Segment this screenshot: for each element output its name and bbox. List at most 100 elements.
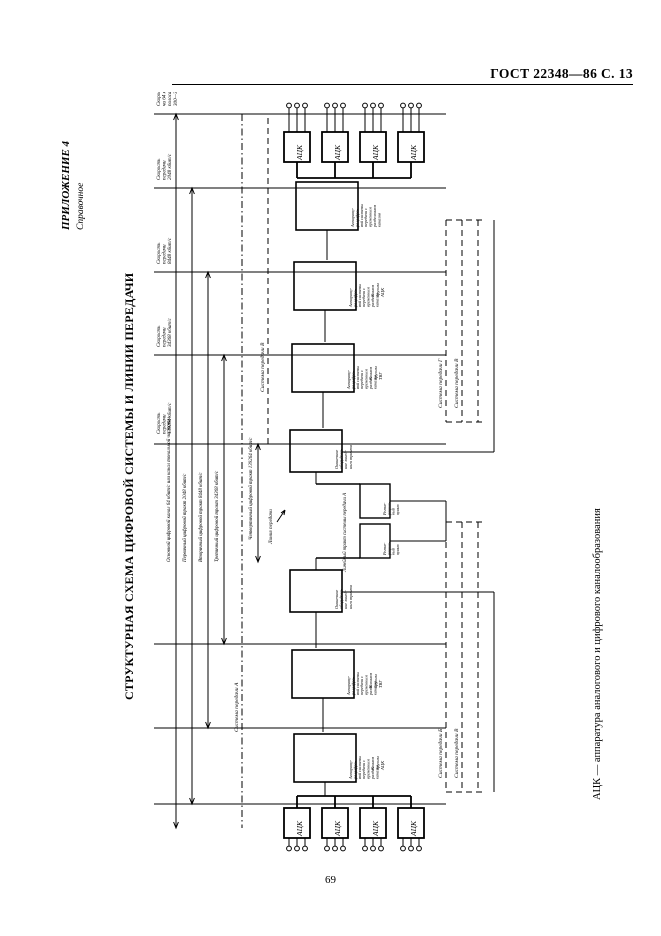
arrowhead bbox=[221, 637, 227, 646]
to-other-acc-label-line: К bbox=[370, 293, 375, 298]
rate-label-1-line: Скорость bbox=[156, 158, 162, 180]
mux-label-3-line: временным bbox=[364, 369, 369, 389]
arrowhead bbox=[205, 270, 211, 279]
regenerator-2-label-line: ный bbox=[391, 548, 396, 555]
subscriber-terminal-lower bbox=[302, 845, 308, 852]
mux-label-2-line: Аппарату- bbox=[348, 287, 353, 308]
acc-label-0: АЦК bbox=[295, 144, 304, 161]
acc-label-2-line: АЦК bbox=[371, 144, 380, 161]
path-label-4-line: Четвертичный цифровой тракт 139264 кбит/… bbox=[248, 437, 254, 540]
regenerator-1-label-line: пункт bbox=[395, 504, 400, 515]
mux-label-5-line: Аппарату- bbox=[348, 759, 353, 780]
acc-label-lower-2: АЦК bbox=[371, 820, 380, 837]
mux-block-2 bbox=[293, 261, 357, 311]
system-b-top-label: Система передачи В bbox=[259, 342, 266, 392]
to-other-tvg-label-2-line: К bbox=[368, 684, 373, 689]
mux-label-1-line: каналов bbox=[376, 213, 381, 227]
regenerator-1-label-line: рацион- bbox=[386, 501, 391, 516]
mux-label-1-line: передачи с bbox=[363, 208, 368, 227]
rate-label-4-line: 139264 кбит/с bbox=[166, 402, 173, 434]
rate-label-2-line: передачи bbox=[161, 244, 168, 264]
acc-label-3: АЦК bbox=[409, 144, 418, 161]
mux-block-3 bbox=[291, 343, 355, 393]
rate-label-0-line: 300—3400 Гц bbox=[173, 92, 179, 106]
rate-label-0: Скорость переда-чи 64 кбит/с илиполоса ч… bbox=[155, 92, 179, 106]
acc-label-lower-3-line: АЦК bbox=[409, 820, 418, 837]
to-other-acc-label-2-line: АЦК bbox=[380, 760, 385, 771]
arrowhead bbox=[189, 797, 195, 806]
to-other-tvg-label-line: ТВГ bbox=[378, 372, 383, 380]
mux-label-5-line: каналов bbox=[374, 765, 379, 779]
system-a-label: Система передачи А bbox=[233, 682, 240, 732]
mux-label-1-line: разделением bbox=[372, 205, 377, 228]
subscriber-terminal-lower bbox=[370, 845, 376, 852]
mux-label-3-line: передачи с bbox=[359, 370, 364, 389]
arrowhead bbox=[255, 442, 261, 451]
line-terminal-lower-label-line: ние линей- bbox=[343, 590, 348, 609]
regenerator-1-label-line: Регене- bbox=[382, 502, 387, 516]
subscriber-terminal bbox=[362, 102, 368, 109]
mux-label-5-line: разделением bbox=[370, 757, 375, 780]
arrowhead bbox=[189, 186, 195, 195]
arrowhead bbox=[255, 555, 261, 564]
linear-path-label: Линейный тракт системы передачи А bbox=[342, 493, 348, 573]
acc-label-1-line: АЦК bbox=[333, 144, 342, 161]
mux-label-1-line: вой системы bbox=[359, 204, 364, 227]
mux-label-3-line: разделением bbox=[368, 367, 373, 390]
rate-label-2-line: Скорость bbox=[156, 242, 162, 264]
mux-label-5-line: передачи с bbox=[361, 760, 366, 779]
mux-label-2-line: передачи с bbox=[361, 288, 366, 307]
path-label-4: Четвертичный цифровой тракт 139264 кбит/… bbox=[248, 437, 254, 540]
regenerator-1 bbox=[359, 483, 391, 519]
mux-block-5 bbox=[293, 733, 357, 783]
subscriber-terminal bbox=[340, 102, 346, 109]
subscriber-terminal bbox=[302, 102, 308, 109]
subscriber-terminal bbox=[370, 102, 376, 109]
line-transmission-label: Линия передачи bbox=[267, 509, 274, 545]
mux-label-3-line: каналов bbox=[372, 375, 377, 389]
rate-label-3-line: Скорость bbox=[156, 325, 162, 347]
mux-label-2-line: каналов bbox=[374, 293, 379, 307]
arrowhead bbox=[173, 821, 179, 830]
mux-label-3-line: ра цифро- bbox=[350, 370, 355, 390]
line-terminal-lower-label-line: Оконечное bbox=[334, 590, 339, 609]
diagram-canvas: Скорость переда-чи 64 кбит/с илиполоса ч… bbox=[154, 92, 495, 852]
subscriber-terminal-lower bbox=[378, 845, 384, 852]
line-terminal-upper-label-line: оборудова- bbox=[339, 448, 344, 469]
acc-label-lower-0-line: АЦК bbox=[295, 820, 304, 837]
mux-label-2-line: ра цифро- bbox=[352, 288, 357, 308]
system-b-bottom-label-line: Система передачи Б bbox=[437, 728, 444, 778]
to-other-acc-label-2-line: другим bbox=[375, 756, 380, 770]
subscriber-terminal bbox=[378, 102, 384, 109]
rate-label-4-line: передачи bbox=[161, 414, 168, 434]
line-terminal-upper bbox=[289, 429, 343, 473]
system-v-bottom-label-line: Система передачи В bbox=[453, 728, 460, 778]
page-number: 69 bbox=[325, 874, 336, 886]
acc-label-lower-1-line: АЦК bbox=[333, 820, 342, 837]
arrowhead bbox=[221, 353, 227, 362]
subscriber-terminal-lower bbox=[340, 845, 346, 852]
subscriber-terminal bbox=[408, 102, 414, 109]
appendix-subtitle: Справочное bbox=[76, 182, 86, 230]
rate-label-4-line: Скорость bbox=[156, 412, 162, 434]
subscriber-terminal bbox=[416, 102, 422, 109]
subscriber-terminal-lower bbox=[408, 845, 414, 852]
mux-label-2-line: временным bbox=[366, 287, 371, 307]
arrowhead bbox=[205, 721, 211, 730]
to-other-tvg-label-2-line: ТВГ bbox=[378, 680, 383, 688]
arrowhead bbox=[173, 112, 179, 121]
structural-diagram: Скорость переда-чи 64 кбит/с илиполоса ч… bbox=[146, 92, 596, 852]
to-other-acc-label-line: АЦК bbox=[380, 287, 385, 298]
